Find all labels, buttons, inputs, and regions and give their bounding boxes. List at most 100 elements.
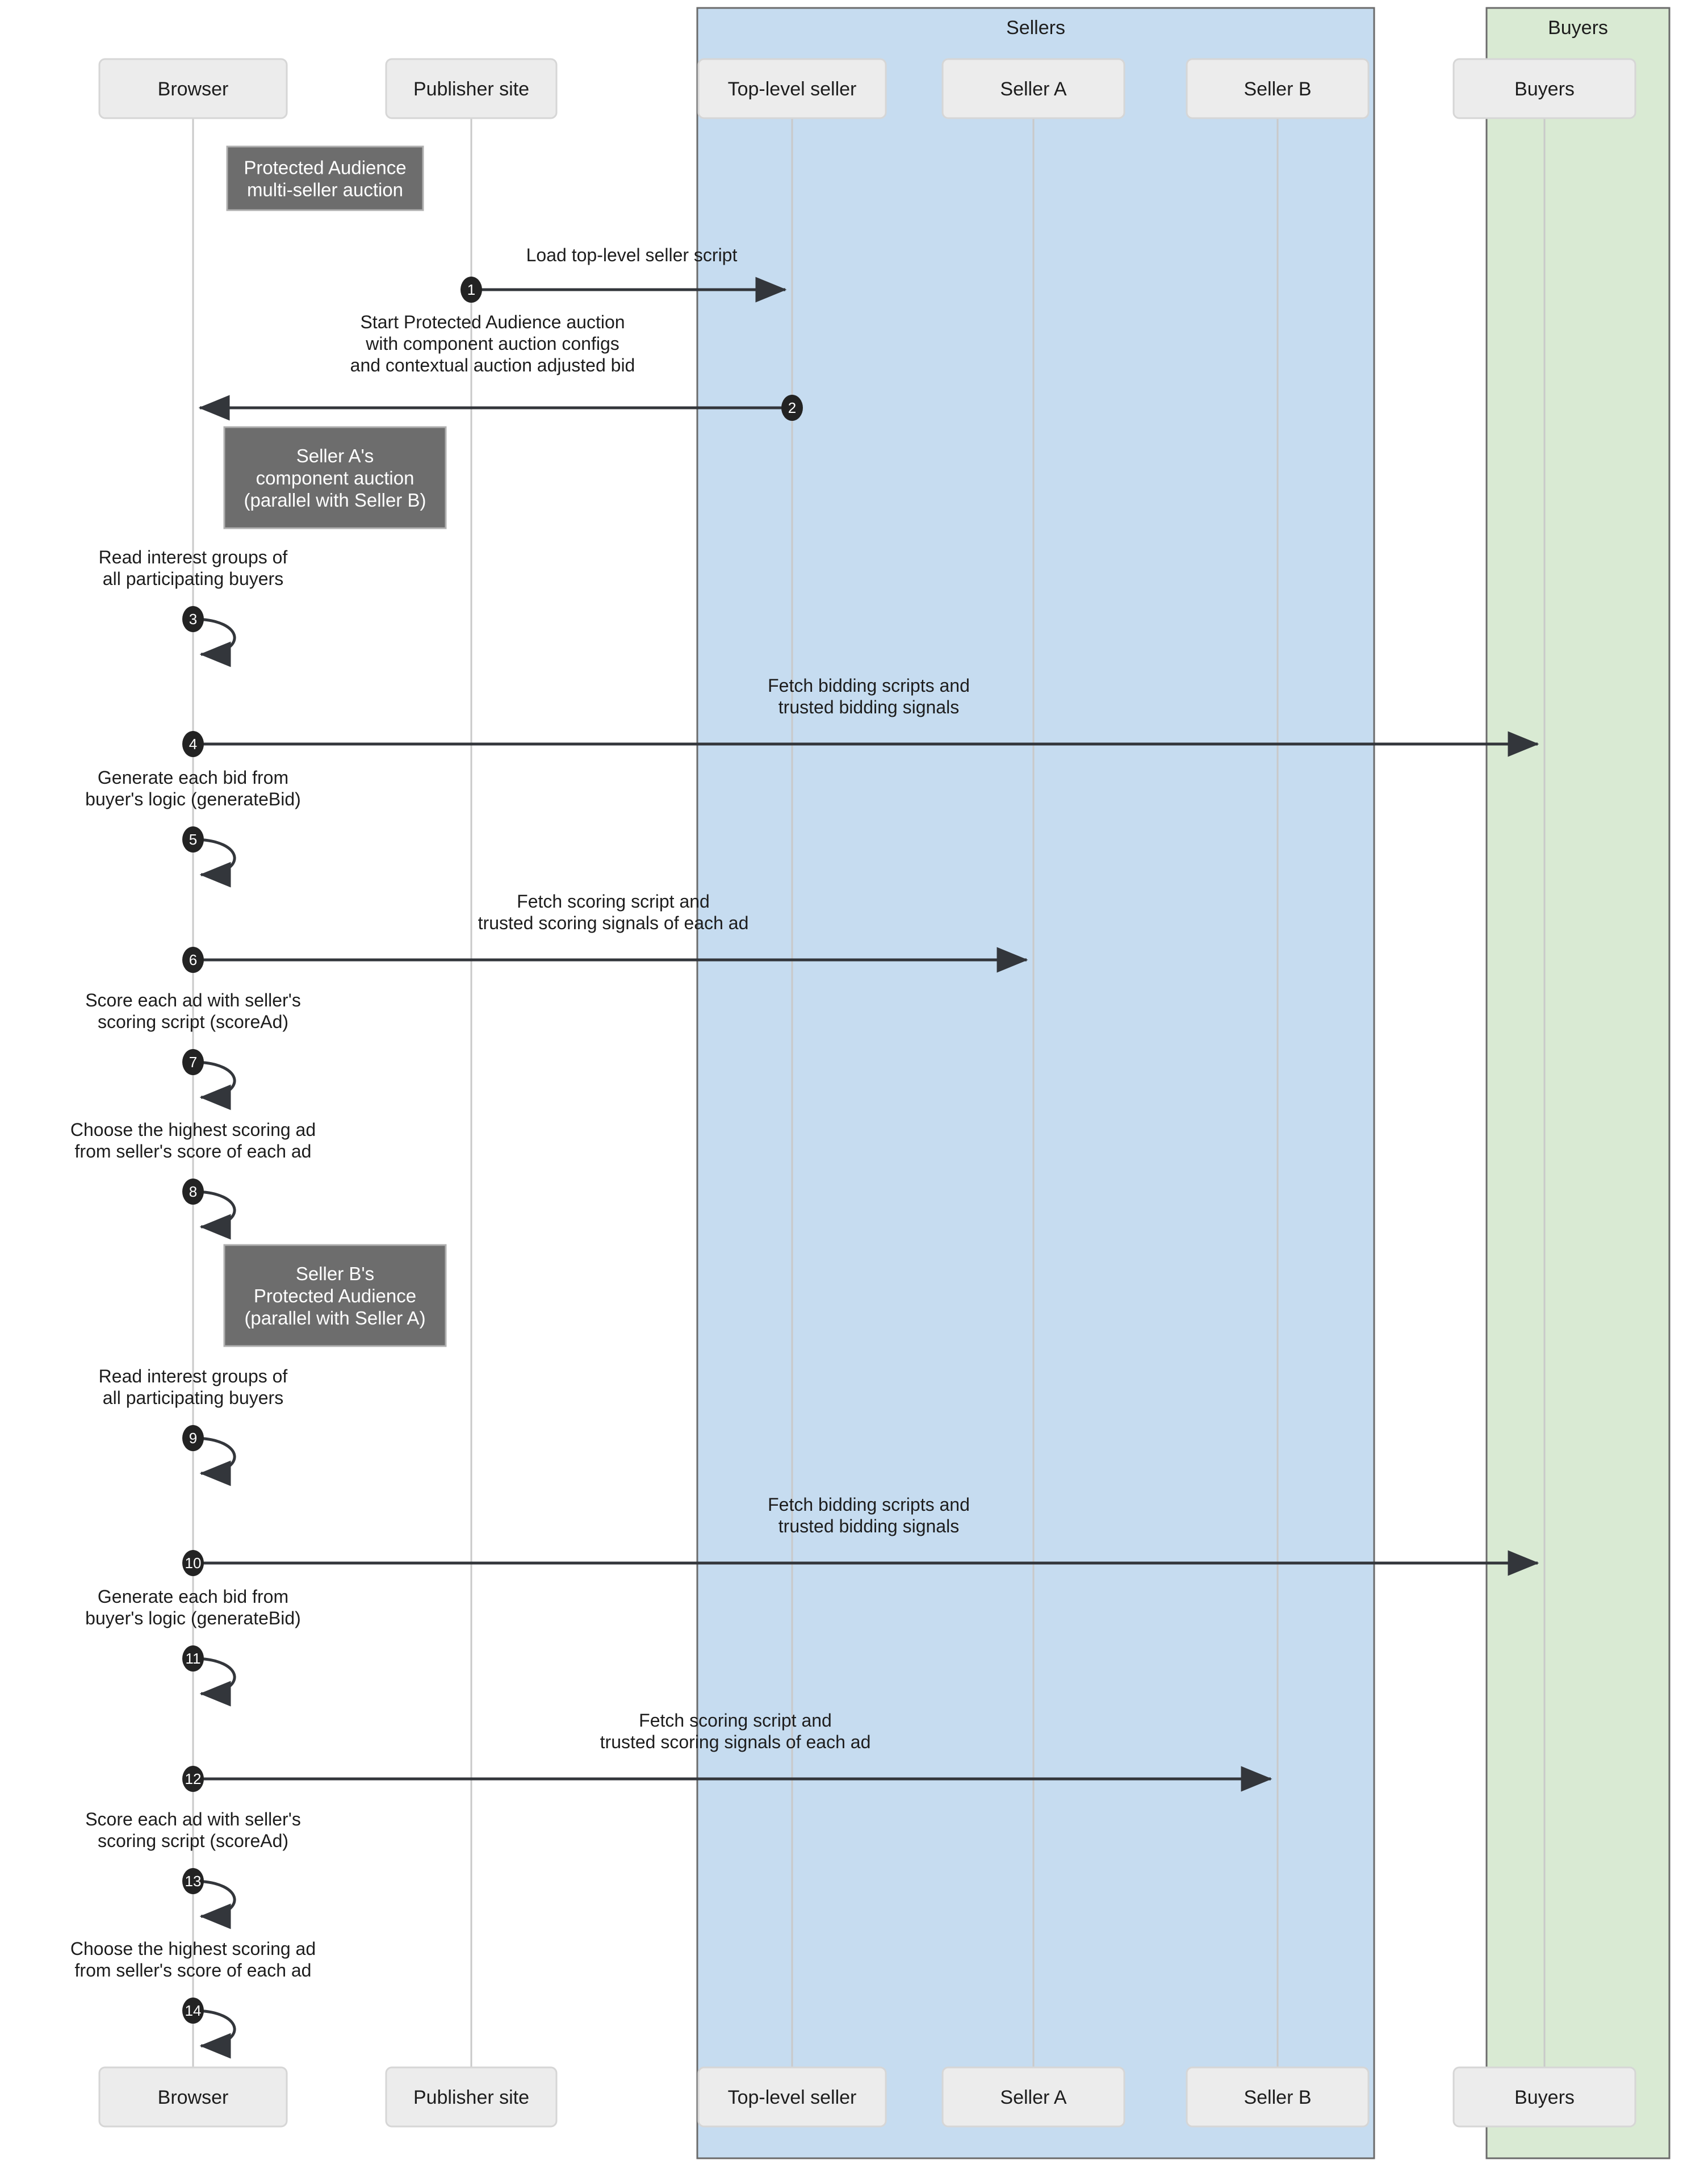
seq-number-7: 7 bbox=[189, 1054, 197, 1071]
actor-sellera-top[interactable]: Seller A bbox=[941, 58, 1125, 119]
actor-topseller-bottom[interactable]: Top-level seller bbox=[697, 2066, 887, 2128]
actor-label-browser-top: Browser bbox=[158, 78, 229, 100]
note-multiseller-label: multi-seller auction bbox=[247, 179, 403, 200]
message-label-11: Generate each bid from bbox=[98, 1586, 288, 1607]
seq-number-12: 12 bbox=[185, 1770, 202, 1787]
actor-box-publisher-bottom[interactable] bbox=[385, 2066, 558, 2128]
message-label-10: Fetch bidding scripts and bbox=[768, 1494, 970, 1515]
seq-number-1: 1 bbox=[467, 281, 475, 298]
seq-number-8: 8 bbox=[189, 1183, 197, 1200]
self-arrow-14 bbox=[192, 2009, 236, 2059]
message-label-9: all participating buyers bbox=[103, 1388, 283, 1408]
message-label-13: Score each ad with seller's bbox=[85, 1809, 301, 1829]
seq-number-6: 6 bbox=[189, 951, 197, 968]
actor-sellerb-bottom[interactable]: Seller B bbox=[1186, 2066, 1370, 2128]
actor-topseller-top[interactable]: Top-level seller bbox=[697, 58, 887, 119]
actor-box-buyers-top[interactable] bbox=[1452, 58, 1636, 119]
actor-label-topseller-bottom: Top-level seller bbox=[728, 2087, 857, 2108]
message-label-12: trusted scoring signals of each ad bbox=[600, 1732, 871, 1752]
group-box-buyers bbox=[1485, 7, 1671, 2159]
seq-badge-12 bbox=[182, 1766, 204, 1792]
seq-badge-6 bbox=[182, 947, 204, 973]
message-label-14: Choose the highest scoring ad bbox=[70, 1938, 316, 1959]
message-label-5: buyer's logic (generateBid) bbox=[85, 789, 301, 809]
actor-publisher-top[interactable]: Publisher site bbox=[385, 58, 558, 119]
actor-buyers-bottom[interactable]: Buyers bbox=[1452, 2066, 1636, 2128]
actor-label-topseller-top: Top-level seller bbox=[728, 78, 857, 100]
message-label-8: Choose the highest scoring ad bbox=[70, 1119, 316, 1140]
self-arrow-13 bbox=[192, 1879, 236, 1929]
message-label-6: Fetch scoring script and bbox=[517, 891, 710, 912]
actor-sellerb-top[interactable]: Seller B bbox=[1186, 58, 1370, 119]
message-label-2: Start Protected Audience auction bbox=[360, 312, 625, 332]
seq-number-10: 10 bbox=[185, 1555, 202, 1572]
actor-box-sellera-top[interactable] bbox=[941, 58, 1125, 119]
actor-label-sellera-bottom: Seller A bbox=[1000, 2087, 1066, 2108]
self-arrow-8 bbox=[192, 1190, 236, 1240]
seq-number-3: 3 bbox=[189, 611, 197, 628]
note-seller-a-label: (parallel with Seller B) bbox=[244, 490, 426, 511]
actor-sellera-bottom[interactable]: Seller A bbox=[941, 2066, 1125, 2128]
actor-box-sellerb-bottom[interactable] bbox=[1186, 2066, 1370, 2128]
actor-buyers-top[interactable]: Buyers bbox=[1452, 58, 1636, 119]
seq-badge-11 bbox=[182, 1645, 204, 1672]
self-arrow-9 bbox=[192, 1436, 236, 1486]
actor-box-sellera-bottom[interactable] bbox=[941, 2066, 1125, 2128]
message-label-4: Fetch bidding scripts and bbox=[768, 675, 970, 696]
actor-label-sellera-top: Seller A bbox=[1000, 78, 1066, 100]
actor-box-buyers-bottom[interactable] bbox=[1452, 2066, 1636, 2128]
seq-badge-13 bbox=[182, 1868, 204, 1894]
actor-box-publisher-top[interactable] bbox=[385, 58, 558, 119]
seq-badge-14 bbox=[182, 1998, 204, 2024]
message-label-7: scoring script (scoreAd) bbox=[98, 1012, 288, 1032]
message-label-9: Read interest groups of bbox=[99, 1366, 288, 1386]
message-label-6: trusted scoring signals of each ad bbox=[478, 913, 749, 933]
actor-publisher-bottom[interactable]: Publisher site bbox=[385, 2066, 558, 2128]
actor-box-browser-top[interactable] bbox=[98, 58, 288, 119]
seq-badge-2 bbox=[781, 395, 803, 421]
seq-badge-5 bbox=[182, 826, 204, 853]
note-seller-a-label: Seller A's bbox=[296, 445, 374, 466]
actor-box-topseller-bottom[interactable] bbox=[697, 2066, 887, 2128]
seq-badge-10 bbox=[182, 1550, 204, 1576]
seq-badge-4 bbox=[182, 731, 204, 757]
seq-badge-3 bbox=[182, 606, 204, 632]
actor-box-browser-bottom[interactable] bbox=[98, 2066, 288, 2128]
note-seller-b-label: (parallel with Seller A) bbox=[244, 1307, 425, 1328]
actor-label-buyers-bottom: Buyers bbox=[1514, 2087, 1575, 2108]
message-label-2: and contextual auction adjusted bid bbox=[350, 355, 635, 375]
message-label-3: all participating buyers bbox=[103, 569, 283, 589]
actor-label-publisher-bottom: Publisher site bbox=[413, 2087, 529, 2108]
actor-label-sellerb-top: Seller B bbox=[1244, 78, 1311, 100]
message-label-13: scoring script (scoreAd) bbox=[98, 1831, 288, 1851]
note-seller-a-box bbox=[223, 426, 447, 529]
actor-browser-bottom[interactable]: Browser bbox=[98, 2066, 288, 2128]
seq-badge-7 bbox=[182, 1049, 204, 1075]
message-label-12: Fetch scoring script and bbox=[639, 1710, 832, 1731]
seq-badge-9 bbox=[182, 1425, 204, 1451]
actor-browser-top[interactable]: Browser bbox=[98, 58, 288, 119]
actor-box-topseller-top[interactable] bbox=[697, 58, 887, 119]
note-multiseller-box bbox=[226, 145, 424, 211]
message-label-11: buyer's logic (generateBid) bbox=[85, 1608, 301, 1628]
seq-number-11: 11 bbox=[186, 1650, 201, 1667]
actor-box-sellerb-top[interactable] bbox=[1186, 58, 1370, 119]
